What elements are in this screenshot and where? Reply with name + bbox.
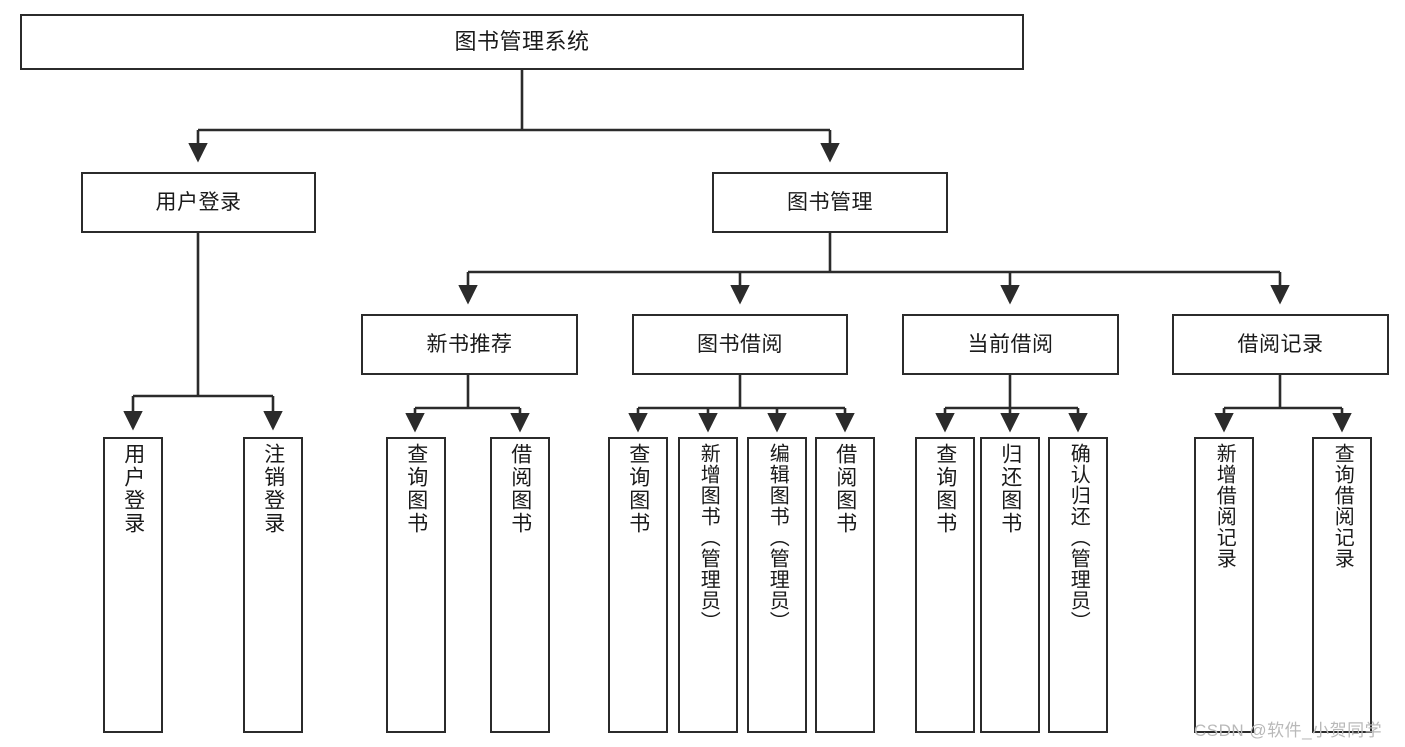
leaf-confirm-return[interactable]: 确认归还（管理员） [1048, 437, 1108, 733]
node-new-book-recommend[interactable]: 新书推荐 [361, 314, 578, 375]
leaf-user-login-label: 用户登录 [121, 443, 145, 535]
leaf-user-logout-label: 注销登录 [261, 443, 285, 535]
node-book-manage[interactable]: 图书管理 [712, 172, 948, 233]
node-book-manage-label: 图书管理 [787, 190, 873, 214]
leaf-borrow-book-1-label: 借阅图书 [508, 443, 532, 535]
leaf-query-book-3[interactable]: 查询图书 [915, 437, 975, 733]
leaf-borrow-book-1[interactable]: 借阅图书 [490, 437, 550, 733]
leaf-borrow-book-2-label: 借阅图书 [833, 443, 857, 535]
leaf-query-record[interactable]: 查询借阅记录 [1312, 437, 1372, 733]
leaf-edit-book[interactable]: 编辑图书（管理员） [747, 437, 807, 733]
node-book-borrow-label: 图书借阅 [697, 332, 783, 356]
leaf-edit-book-label: 编辑图书（管理员） [766, 443, 789, 632]
node-root[interactable]: 图书管理系统 [20, 14, 1024, 70]
node-root-label: 图书管理系统 [454, 28, 590, 54]
leaf-query-book-3-label: 查询图书 [933, 443, 957, 535]
leaf-user-logout[interactable]: 注销登录 [243, 437, 303, 733]
leaf-return-book[interactable]: 归还图书 [980, 437, 1040, 733]
node-new-book-recommend-label: 新书推荐 [426, 332, 513, 356]
leaf-add-book-label: 新增图书（管理员） [697, 443, 720, 632]
node-current-borrow[interactable]: 当前借阅 [902, 314, 1119, 375]
leaf-query-book-1[interactable]: 查询图书 [386, 437, 446, 733]
node-user-login-label: 用户登录 [155, 190, 242, 214]
node-borrow-record-label: 借阅记录 [1237, 332, 1324, 356]
node-current-borrow-label: 当前借阅 [967, 332, 1054, 356]
leaf-return-book-label: 归还图书 [998, 443, 1022, 535]
leaf-query-book-2-label: 查询图书 [626, 443, 650, 535]
csdn-watermark: CSDN @软件_小贺同学 [1194, 721, 1383, 740]
leaf-user-login[interactable]: 用户登录 [103, 437, 163, 733]
leaf-borrow-book-2[interactable]: 借阅图书 [815, 437, 875, 733]
leaf-add-record-label: 新增借阅记录 [1213, 443, 1236, 569]
leaf-query-record-label: 查询借阅记录 [1331, 443, 1354, 569]
node-book-borrow[interactable]: 图书借阅 [632, 314, 848, 375]
leaf-confirm-return-label: 确认归还（管理员） [1067, 443, 1090, 632]
leaf-add-record[interactable]: 新增借阅记录 [1194, 437, 1254, 733]
leaf-query-book-1-label: 查询图书 [404, 443, 428, 535]
node-borrow-record[interactable]: 借阅记录 [1172, 314, 1389, 375]
leaf-query-book-2[interactable]: 查询图书 [608, 437, 668, 733]
leaf-add-book[interactable]: 新增图书（管理员） [678, 437, 738, 733]
node-user-login[interactable]: 用户登录 [81, 172, 316, 233]
